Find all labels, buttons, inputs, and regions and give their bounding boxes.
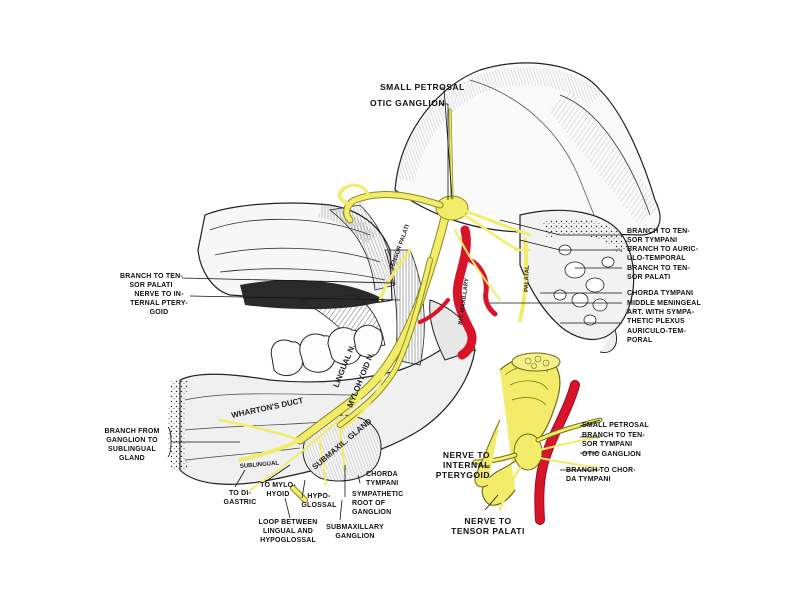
teeth bbox=[270, 324, 383, 376]
mandible bbox=[168, 299, 476, 485]
label-hypoglossal: HYPO- GLOSSAL bbox=[301, 493, 337, 509]
cranium bbox=[394, 62, 662, 236]
label-branch-tensor-palati-right: BRANCH TO TEN- SOR PALATI bbox=[627, 265, 690, 281]
label-otic-ganglion-top: OTIC GANGLION bbox=[370, 98, 445, 108]
label-branch-tensor-tympani: BRANCH TO TEN- SOR TYMPANI bbox=[627, 228, 690, 244]
label-branch-tensor-tympani-inset: BRANCH TO TEN- SOR TYMPANI bbox=[582, 432, 645, 448]
label-nerve-tensor-palati-inset: NERVE TO TENSOR PALATI bbox=[451, 516, 525, 536]
label-branch-tensor-palati-left: BRANCH TO TEN- SOR PALATI bbox=[120, 273, 183, 289]
palatal-label: PALATAL bbox=[524, 265, 531, 292]
label-branch-auriculotemporal: BRANCH TO AURIC- ULO-TEMPORAL bbox=[627, 246, 699, 262]
label-middle-meningeal: MIDDLE MENINGEAL ART. WITH SYMPA- THETIC… bbox=[627, 300, 701, 325]
nerves bbox=[218, 108, 532, 503]
label-small-petrosal-top: SMALL PETROSAL bbox=[380, 82, 465, 92]
label-to-mylohyoid: TO MYLO- HYOID bbox=[260, 482, 296, 498]
maxillary-artery bbox=[418, 225, 498, 360]
label-otic-ganglion-inset: OTIC GANGLION bbox=[582, 451, 641, 458]
temporal-bone bbox=[519, 209, 635, 354]
label-chorda-tympani-right: CHORDA TYMPANI bbox=[627, 290, 694, 297]
sublingual-label: SUBLINGUAL bbox=[240, 461, 280, 470]
label-nerve-internal-pterygoid-inset: NERVE TO INTERNAL PTERYGOID bbox=[435, 450, 490, 480]
label-branch-sublingual: BRANCH FROM GANGLION TO SUBLINGUAL GLAND bbox=[104, 428, 160, 462]
label-loop-lingual-hypoglossal: LOOP BETWEEN LINGUAL AND HYPOGLOSSAL bbox=[258, 519, 318, 544]
label-branch-chorda-tympani-inset: BRANCH TO CHOR- DA TYMPANI bbox=[566, 467, 636, 483]
label-sympathetic-root: SYMPATHETIC ROOT OF GANGLION bbox=[352, 491, 404, 516]
label-nerve-internal-pterygoid-left: NERVE TO IN- TERNAL PTERY- GOID bbox=[130, 291, 188, 316]
label-submaxillary-ganglion: SUBMAXILLARY GANGLION bbox=[326, 524, 384, 540]
leader-lines bbox=[167, 87, 622, 521]
label-to-digastric: TO DI- GASTRIC bbox=[223, 490, 257, 506]
inset-otic-ganglion bbox=[472, 352, 603, 525]
label-small-petrosal-inset: SMALL PETROSAL bbox=[582, 422, 649, 429]
label-chorda-tympani-bottom: CHORDA TYMPANI bbox=[366, 471, 399, 487]
label-auriculotemporal: AURICULO-TEM- PORAL bbox=[627, 328, 686, 344]
